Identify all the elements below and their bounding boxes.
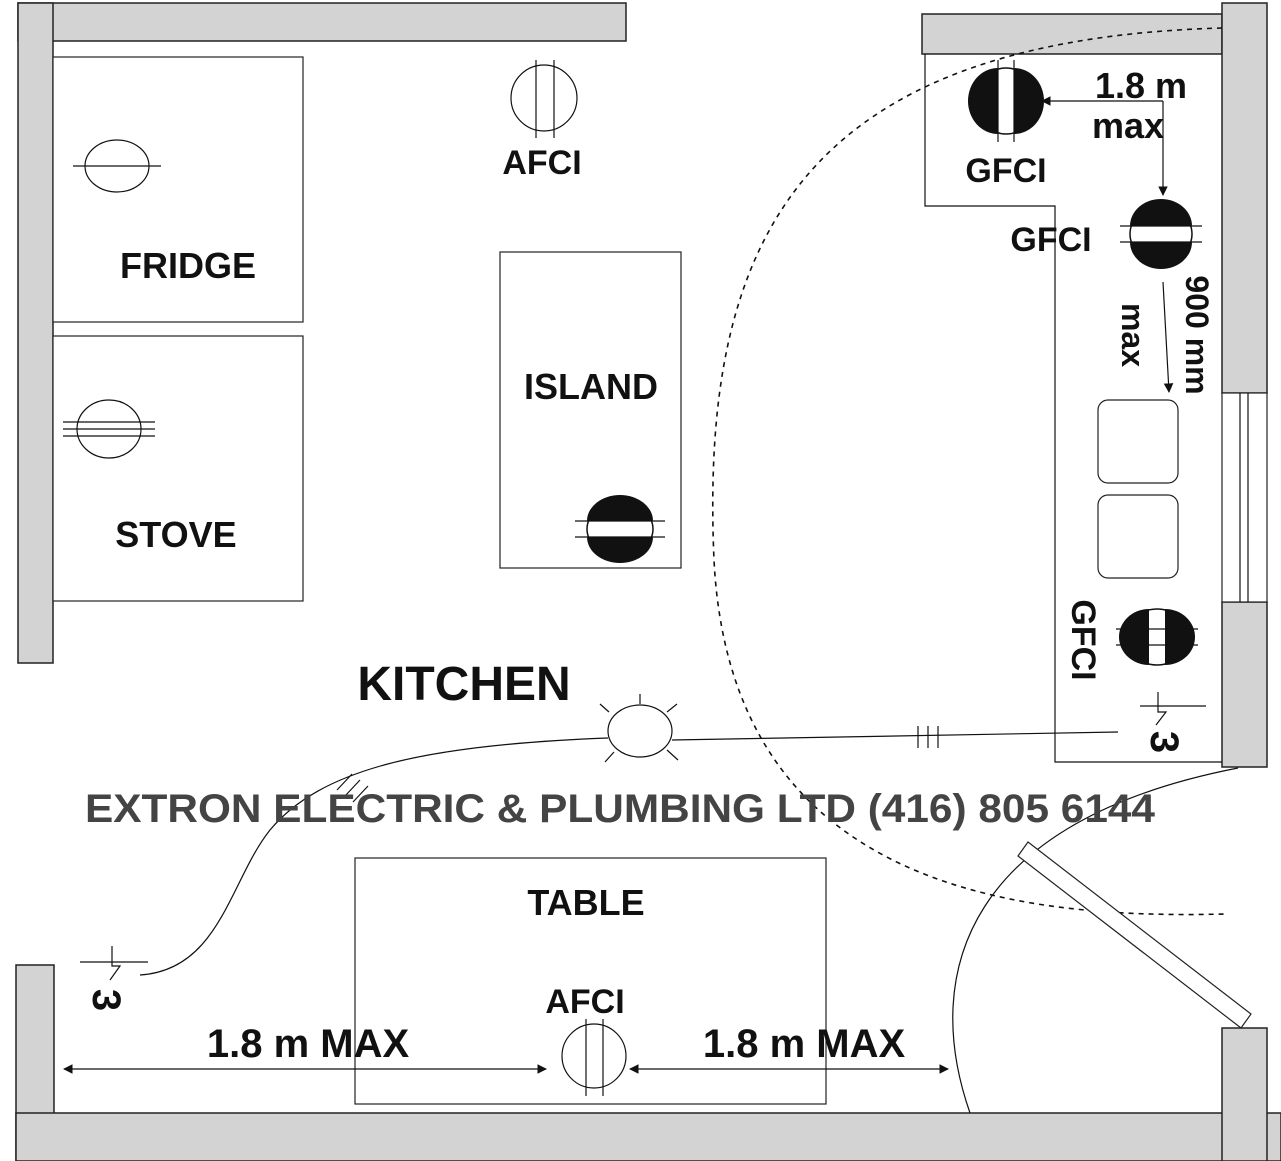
wall-right-upper — [1221, 2, 1268, 394]
gfci-corner-outlet-icon — [968, 60, 1044, 142]
wire-tick-marks-left — [336, 773, 369, 803]
sink-basin-lower — [1097, 494, 1179, 579]
left-switch-icon — [80, 946, 148, 981]
gfci-counter-outlet-icon — [1120, 199, 1202, 269]
right-switch-icon — [1140, 692, 1206, 726]
company-watermark: EXTRON ELECTRIC & PLUMBING LTD (416) 805… — [85, 787, 1156, 831]
afci-top-outlet-icon — [510, 60, 578, 138]
door-swing-arc-small — [952, 767, 1239, 1114]
wall-left-upper — [17, 2, 54, 664]
gfci-sink-label: GFCI — [1064, 599, 1102, 680]
wire-light-to-left-switch — [139, 737, 609, 976]
wire-tick-marks — [917, 726, 939, 748]
window — [1221, 392, 1268, 603]
fridge — [52, 56, 304, 323]
wall-bottom — [15, 1112, 1281, 1161]
counter-outline — [924, 54, 1222, 763]
sink-basin-upper — [1097, 399, 1179, 484]
kitchen-label: KITCHEN — [357, 658, 570, 711]
table-right-max: 1.8 m MAX — [703, 1022, 906, 1066]
walls — [15, 2, 1281, 1161]
left-switch-mark: 3 — [84, 989, 128, 1011]
corner-max-word: max — [1092, 105, 1164, 146]
wall-right-lower — [1221, 1027, 1268, 1161]
gfci-sink-outlet-icon — [1116, 608, 1198, 666]
corner-max-value: 1.8 m — [1095, 65, 1187, 106]
sink — [1097, 399, 1179, 579]
table — [354, 857, 827, 1105]
fridge-label: FRIDGE — [120, 245, 256, 286]
wall-top-left — [17, 2, 627, 42]
right-switch-mark: 3 — [1142, 731, 1186, 753]
window-frame — [1221, 392, 1268, 603]
wall-right-middle — [1221, 601, 1268, 768]
gfci-corner-label: GFCI — [965, 152, 1046, 190]
counter-dimension-arrow — [1162, 281, 1174, 393]
corner-dimension-arrows — [1041, 96, 1168, 196]
table-left-max: 1.8 m MAX — [207, 1022, 410, 1066]
afci-table-outlet-icon — [561, 1019, 627, 1096]
wall-top-right — [921, 13, 1223, 55]
gfci-counter-label: GFCI — [1010, 221, 1091, 259]
door-leaf — [1017, 841, 1252, 1029]
stove-label: STOVE — [115, 514, 236, 555]
ceiling-light-icon — [599, 694, 679, 763]
island-label: ISLAND — [524, 366, 658, 407]
table-label: TABLE — [527, 882, 644, 923]
afci-top-label: AFCI — [502, 144, 581, 182]
stove-outlet-icon — [63, 399, 155, 459]
afci-table-label: AFCI — [545, 983, 624, 1021]
stove — [52, 335, 304, 602]
fridge-outlet-icon — [73, 139, 161, 193]
counter-max-word: max — [1115, 303, 1151, 367]
island-gfci-outlet-icon — [575, 495, 665, 563]
counter-max-value: 900 mm — [1179, 275, 1215, 394]
wire-light-to-right-switch — [671, 731, 1119, 741]
